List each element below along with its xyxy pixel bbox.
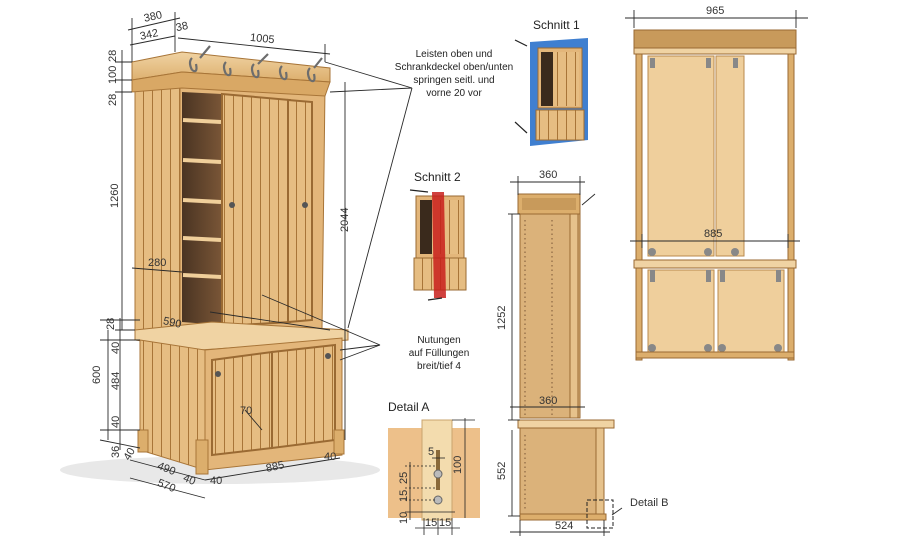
side-dim-base-width: 524 — [555, 520, 574, 532]
dim-top-100: 100 — [107, 65, 119, 84]
side-dim-mid-width: 360 — [539, 395, 558, 407]
note-line: springen seitl. und — [413, 75, 495, 86]
note-line: Nutungen — [417, 335, 461, 346]
detail-a-title: Detail A — [388, 400, 430, 414]
detail-a-drawing — [388, 418, 480, 535]
side-dim-upper-height: 1252 — [496, 305, 508, 330]
note-top-overhang: Leisten oben und Schrankdeckel oben/unte… — [384, 48, 524, 100]
dim-door-70: 70 — [240, 405, 253, 417]
dim-lower-40b: 40 — [110, 415, 122, 428]
detail-a-dim-5: 5 — [428, 446, 435, 458]
dim-top-28b: 28 — [107, 93, 119, 106]
dim-lower-40: 40 — [110, 341, 122, 354]
detail-a-dim-15: 15 — [398, 489, 410, 502]
note-line: Schrankdeckel oben/unten — [394, 62, 514, 73]
front-dim-inner-width: 885 — [704, 228, 723, 240]
dimension-lines-main — [99, 12, 413, 499]
side-dim-lower-height: 552 — [496, 461, 508, 480]
dim-upper-height: 1260 — [109, 183, 121, 208]
note-line: Leisten oben und — [415, 49, 493, 60]
coat-hooks — [188, 45, 323, 83]
side-section-view — [508, 176, 623, 536]
side-dim-top-width: 360 — [539, 169, 558, 181]
dim-lower-600: 600 — [91, 365, 103, 384]
detail-a-dim-10: 10 — [398, 511, 410, 524]
detail-a-dim-25: 25 — [398, 471, 410, 484]
front-dim-width: 965 — [706, 5, 725, 17]
detail-b-label: Detail B — [630, 497, 669, 509]
section-2-thumbnail — [409, 189, 467, 301]
dim-shelf-depth: 280 — [148, 257, 167, 269]
dim-front-40a: 40 — [210, 475, 223, 487]
dim-front-40b: 40 — [324, 451, 337, 463]
front-section-view — [625, 10, 808, 361]
note-line: breit/tief 4 — [417, 361, 461, 372]
detail-a-dim-w15a: 15 — [425, 517, 438, 529]
section-1-title: Schnitt 1 — [533, 18, 580, 32]
dim-mid-28: 28 — [105, 317, 117, 330]
section-1-thumbnail — [514, 38, 588, 146]
dim-lower-484: 484 — [110, 371, 122, 390]
note-line: vorne 20 vor — [426, 88, 482, 99]
dim-top-28: 28 — [107, 49, 119, 62]
detail-a-dim-100: 100 — [452, 455, 464, 474]
note-line: auf Füllungen — [408, 348, 470, 359]
note-grooves: Nutungen auf Füllungen breit/tief 4 — [394, 334, 484, 373]
section-2-title: Schnitt 2 — [414, 170, 461, 184]
main-cabinet-view — [60, 45, 380, 484]
dim-total-height: 2044 — [339, 207, 351, 232]
detail-a-dim-w15b: 15 — [439, 517, 452, 529]
